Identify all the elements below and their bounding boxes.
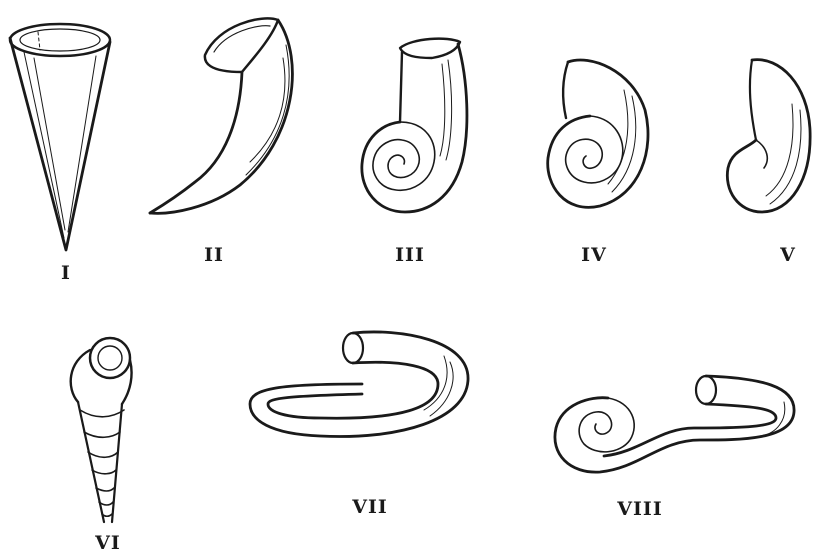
spiral-with-erect-tube-shell-icon <box>362 39 467 212</box>
close-coiled-spiral-shell-icon <box>548 60 648 207</box>
figure-label-6: VI <box>95 532 121 554</box>
curved-horn-shell-icon <box>150 18 292 213</box>
hooked-uncoiled-shell-icon <box>250 332 468 437</box>
involute-coiled-shell-icon <box>727 60 810 212</box>
figure-label-2: II <box>204 244 224 266</box>
spiral-then-straight-shell-icon <box>555 376 794 472</box>
figure-label-8: VIII <box>617 498 662 520</box>
figure-label-1: I <box>61 262 71 284</box>
figure-label-5: V <box>780 244 796 266</box>
figure-label-4: IV <box>581 244 607 266</box>
figure-label-3: III <box>395 244 425 266</box>
figure-label-7: VII <box>352 496 388 518</box>
straight-cone-shell-icon <box>10 24 110 250</box>
turreted-helical-shell-icon <box>71 338 132 522</box>
